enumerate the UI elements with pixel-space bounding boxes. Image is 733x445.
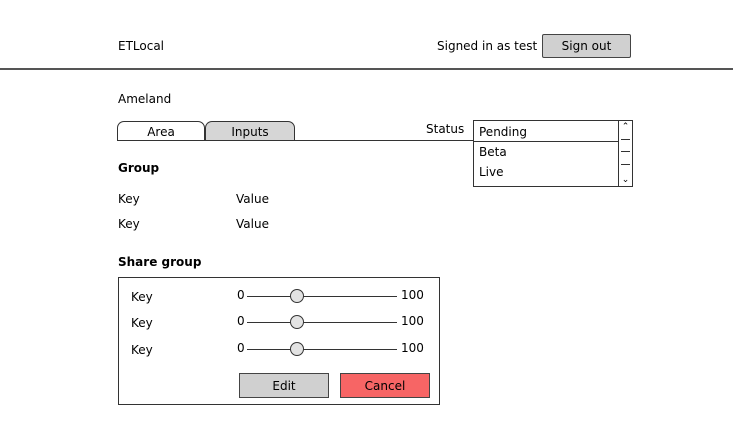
slider-key: Key bbox=[131, 343, 153, 357]
status-option-live[interactable]: Live bbox=[479, 165, 504, 179]
slider-max: 100 bbox=[401, 341, 424, 355]
chevron-down-icon[interactable]: ⌄ bbox=[621, 175, 630, 185]
tab-divider bbox=[117, 140, 473, 141]
group-title: Group bbox=[118, 161, 160, 175]
slider-thumb[interactable] bbox=[289, 289, 304, 303]
scroll-thumb[interactable] bbox=[621, 139, 630, 165]
slider-track[interactable] bbox=[247, 322, 397, 323]
group-value: Value bbox=[236, 192, 269, 206]
slider-min: 0 bbox=[237, 288, 245, 302]
slider-key: Key bbox=[131, 316, 153, 330]
slider-min: 0 bbox=[237, 341, 245, 355]
chevron-up-icon[interactable]: ⌃ bbox=[621, 122, 630, 132]
group-key: Key bbox=[118, 217, 140, 231]
status-label: Status bbox=[426, 122, 465, 136]
share-group-title: Share group bbox=[118, 255, 202, 269]
status-listbox[interactable]: Pending Beta Live ⌃ ⌄ bbox=[473, 120, 633, 187]
tab-inputs[interactable]: Inputs bbox=[205, 121, 295, 141]
status-option-pending[interactable]: Pending bbox=[479, 125, 527, 139]
header-divider bbox=[0, 68, 733, 70]
selection-divider bbox=[474, 141, 619, 142]
slider-min: 0 bbox=[237, 314, 245, 328]
tab-area[interactable]: Area bbox=[117, 121, 205, 141]
area-name: Ameland bbox=[118, 92, 172, 106]
sign-out-button[interactable]: Sign out bbox=[542, 34, 631, 58]
signed-in-text: Signed in as test bbox=[437, 39, 538, 53]
slider-track[interactable] bbox=[247, 296, 397, 297]
slider-thumb[interactable] bbox=[289, 315, 304, 329]
cancel-button[interactable]: Cancel bbox=[340, 373, 430, 398]
slider-track[interactable] bbox=[247, 349, 397, 350]
status-option-beta[interactable]: Beta bbox=[479, 145, 507, 159]
slider-thumb[interactable] bbox=[289, 342, 304, 356]
slider-max: 100 bbox=[401, 288, 424, 302]
group-key: Key bbox=[118, 192, 140, 206]
group-value: Value bbox=[236, 217, 269, 231]
status-scrollbar[interactable]: ⌃ ⌄ bbox=[618, 121, 632, 186]
slider-max: 100 bbox=[401, 314, 424, 328]
app-title: ETLocal bbox=[118, 39, 165, 53]
edit-button[interactable]: Edit bbox=[239, 373, 329, 398]
slider-key: Key bbox=[131, 290, 153, 304]
